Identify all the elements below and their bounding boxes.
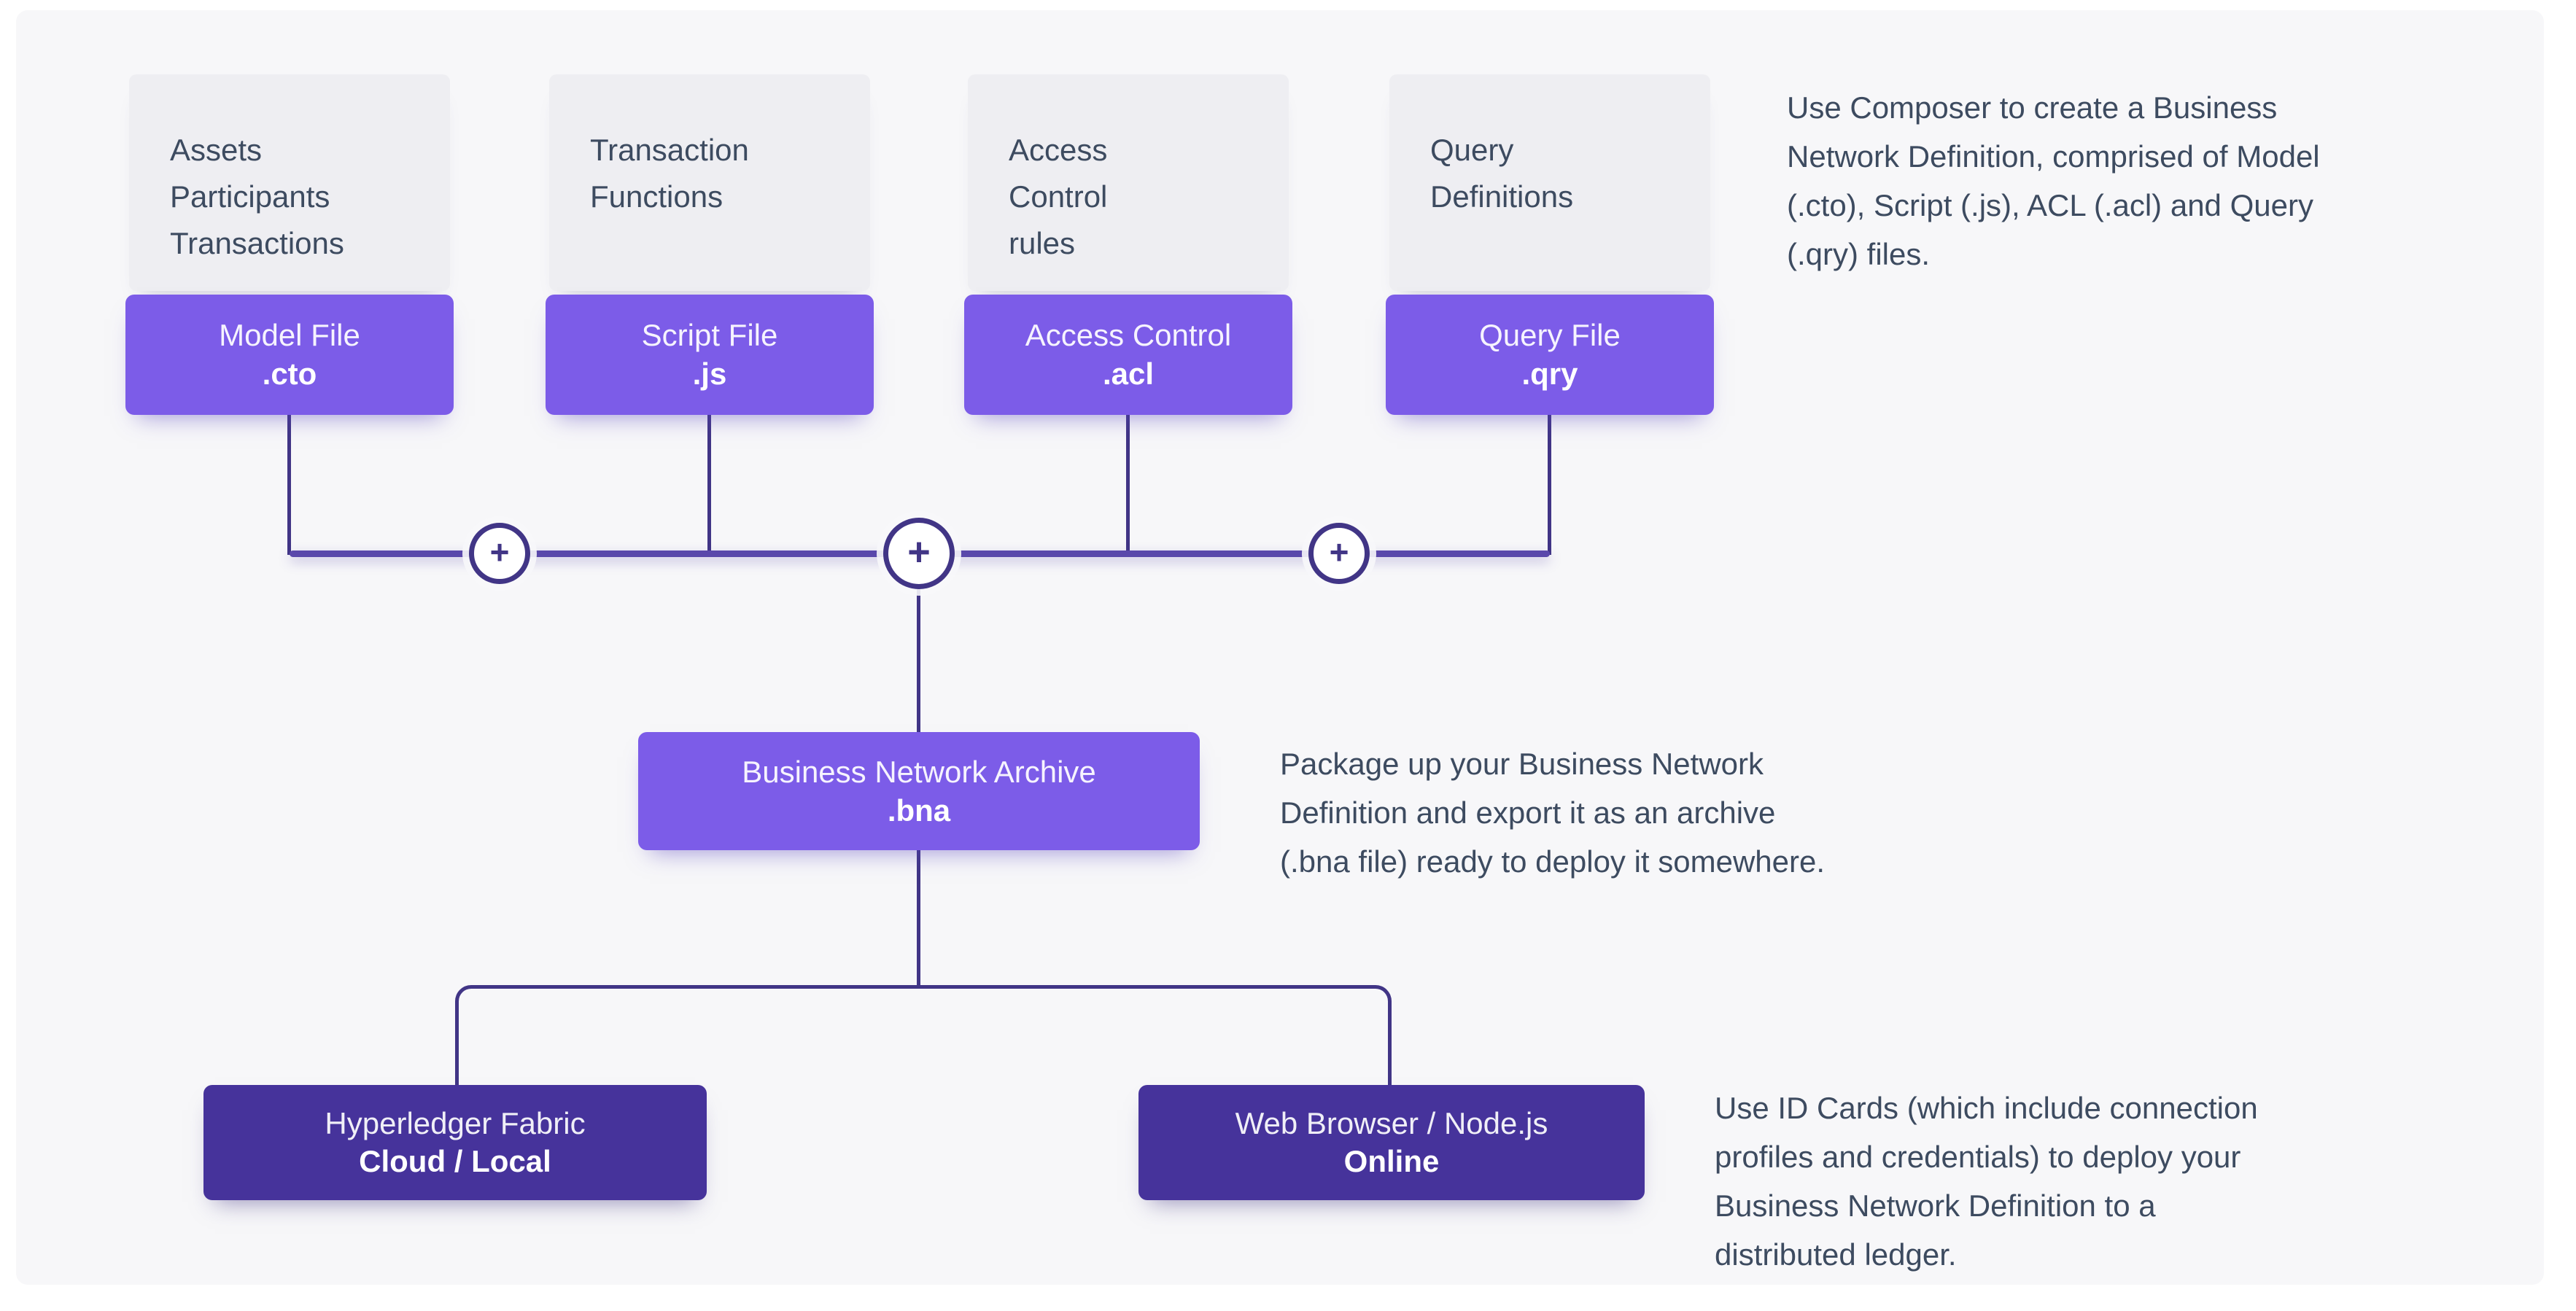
plus-glyph: + <box>1329 533 1349 571</box>
card-model: Assets Participants Transactions <box>129 74 450 291</box>
file-box-acl: Access Control .acl <box>964 295 1292 415</box>
note-package: Package up your Business Network Definit… <box>1280 747 1826 879</box>
target-fabric-sublabel: Cloud / Local <box>359 1144 551 1178</box>
connector-deploy <box>917 850 920 989</box>
note-deploy: Use ID Cards (which include connection p… <box>1715 1091 2258 1272</box>
file-box-query-ext: .qry <box>1521 357 1578 391</box>
target-web-sublabel: Online <box>1343 1144 1440 1178</box>
connector-archive <box>917 553 920 734</box>
connector-model <box>287 415 291 555</box>
file-box-script-label: Script File <box>641 318 778 352</box>
target-web-label: Web Browser / Node.js <box>1235 1106 1548 1140</box>
card-acl: Access Control rules <box>968 74 1289 291</box>
card-acl-title: Access Control rules <box>1009 133 1108 260</box>
target-fabric-box: Hyperledger Fabric Cloud / Local <box>203 1085 707 1200</box>
file-box-query-label: Query File <box>1479 318 1621 352</box>
file-box-acl-ext: .acl <box>1102 357 1155 391</box>
note-composer: Use Composer to create a Business Networ… <box>1787 90 2320 271</box>
connector-script <box>707 415 711 555</box>
plus-icon: + <box>469 523 530 584</box>
connector-query <box>1548 415 1551 555</box>
target-web-box: Web Browser / Node.js Online <box>1138 1085 1645 1200</box>
archive-box-label: Business Network Archive <box>742 754 1096 789</box>
file-box-model-ext: .cto <box>262 357 317 391</box>
plus-icon: + <box>883 518 955 589</box>
file-box-script-ext: .js <box>692 357 727 391</box>
file-box-model-label: Model File <box>219 318 360 352</box>
card-query: Query Definitions <box>1389 74 1710 291</box>
target-fabric-label: Hyperledger Fabric <box>325 1106 586 1140</box>
card-script-title: Transaction Functions <box>590 133 749 214</box>
connector-acl <box>1126 415 1130 555</box>
card-query-title: Query Definitions <box>1430 133 1574 214</box>
diagram-panel: Assets Participants Transactions Transac… <box>16 10 2544 1285</box>
card-script: Transaction Functions <box>549 74 870 291</box>
plus-icon: + <box>1308 523 1370 584</box>
file-box-model: Model File .cto <box>125 295 454 415</box>
archive-box: Business Network Archive .bna <box>638 732 1200 850</box>
plus-glyph: + <box>907 530 931 574</box>
archive-box-ext: .bna <box>887 793 951 828</box>
deploy-branch-connector <box>455 985 1392 1085</box>
plus-glyph: + <box>489 533 510 571</box>
file-box-acl-label: Access Control <box>1025 318 1232 352</box>
file-box-script: Script File .js <box>546 295 874 415</box>
file-box-query: Query File .qry <box>1386 295 1714 415</box>
card-model-title: Assets Participants Transactions <box>170 133 344 260</box>
